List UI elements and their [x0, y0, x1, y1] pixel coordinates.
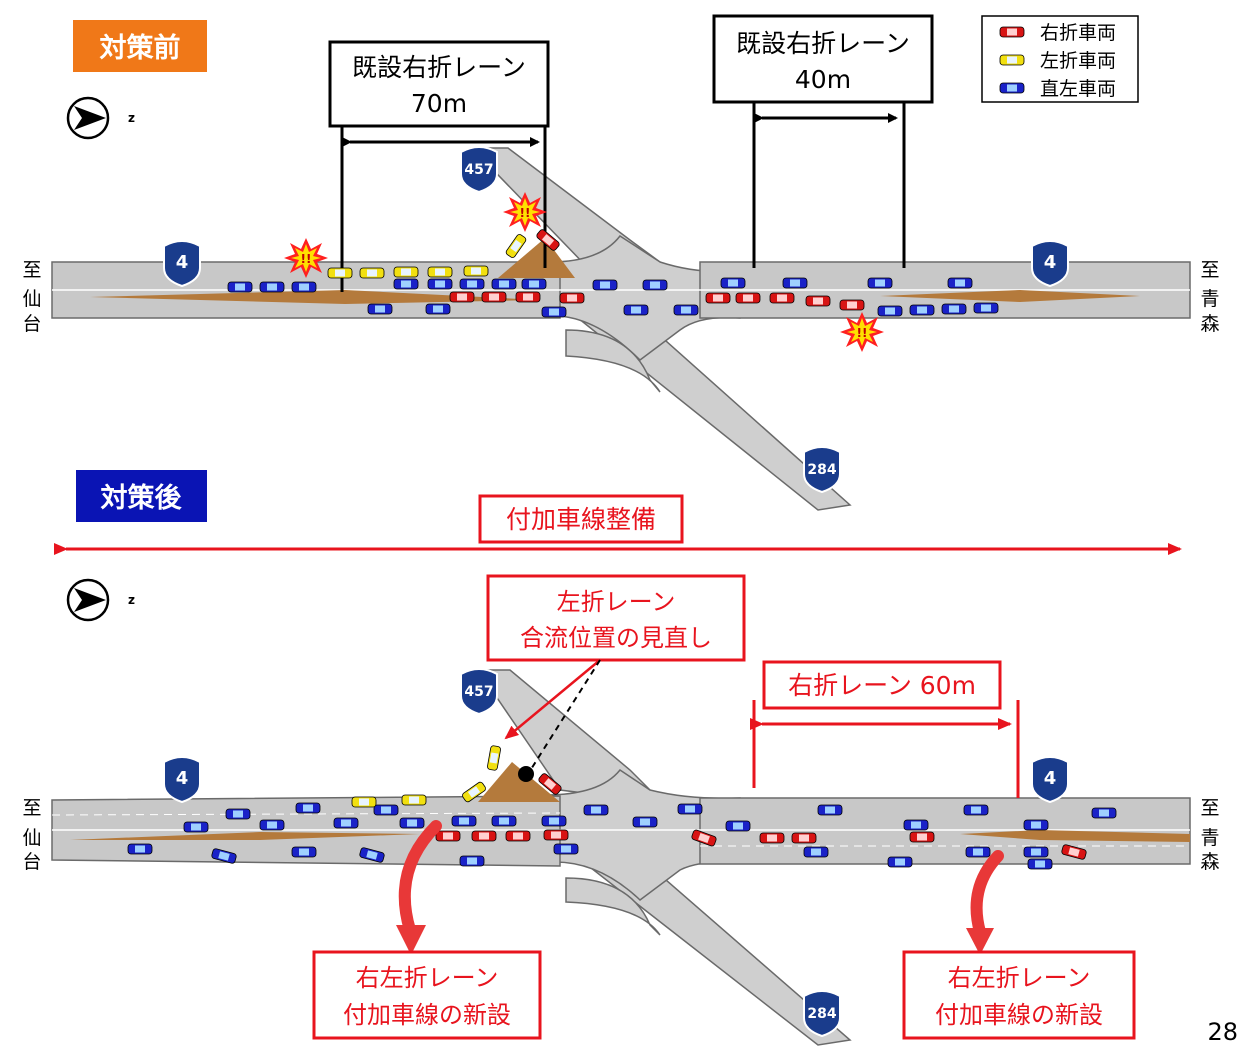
dest-right-city-2: 森 [1200, 851, 1219, 873]
svg-text:284: 284 [807, 1006, 836, 1022]
collision-burst-icon [503, 192, 547, 232]
legend-item-straight: 直左車両 [999, 78, 1116, 100]
dest-right-city-2: 森 [1200, 313, 1219, 335]
new-lane-right-line2: 付加車線の新設 [935, 1001, 1103, 1029]
svg-text:直左車両: 直左車両 [1040, 78, 1116, 100]
after-diagram: 対策後 付加車線整備 z 4 4 457 284 [22, 470, 1220, 1046]
dest-right-city-1: 青 [1200, 288, 1219, 310]
page-number: 28 [1207, 1018, 1238, 1046]
dest-left-city-1: 仙 [22, 827, 41, 849]
svg-text:右折車両: 右折車両 [1040, 22, 1116, 44]
curved-arrow-right [970, 850, 1004, 938]
compass-arrow-icon [66, 578, 110, 622]
dest-right-prefix: 至 [1200, 259, 1219, 281]
new-lane-left-box [312, 950, 542, 1040]
route-shield-icon: 457 [460, 668, 498, 715]
median-left [70, 832, 420, 840]
route-4-road-right [699, 797, 1191, 865]
dest-left-city-2: 台 [22, 851, 41, 873]
before-diagram: 対策前 z 既設右折レーン 70m 既設右折レーン 40m 4 4 [22, 14, 1220, 511]
new-lane-right-box [902, 950, 1136, 1040]
right-lane-60-label: 右折レーン 60m [788, 671, 976, 700]
after-badge: 対策後 [101, 482, 183, 514]
existing-right-lane-70-box [328, 40, 550, 128]
collision-burst-icon [840, 312, 884, 352]
compass-arrow-icon [66, 96, 110, 140]
existing-right-lane-40-box [712, 14, 934, 104]
existing-right-lane-70-label: 既設右折レーン [352, 53, 526, 82]
legend-item-left-turn: 左折車両 [999, 50, 1116, 72]
svg-text:4: 4 [1044, 252, 1057, 273]
svg-text:284: 284 [807, 462, 836, 478]
dest-left-city-1: 仙 [22, 288, 41, 310]
compass-letter: z [128, 593, 135, 607]
svg-text:457: 457 [464, 684, 493, 700]
median-right [960, 830, 1190, 842]
left-lane-review-line2: 合流位置の見直し [520, 624, 712, 652]
left-lane-review-line1: 左折レーン [557, 588, 676, 616]
new-lane-right-line1: 右左折レーン [948, 964, 1091, 992]
channelizing-island [478, 762, 560, 802]
before-badge-box [73, 20, 207, 72]
route-shield-icon: 4 [1031, 240, 1069, 287]
channelizing-island [498, 238, 575, 278]
existing-right-lane-40-label: 既設右折レーン [736, 29, 910, 58]
route-shield-icon: 284 [803, 446, 841, 493]
new-lane-left-line1: 右左折レーン [356, 964, 499, 992]
new-lane-left-line2: 付加車線の新設 [343, 1001, 511, 1029]
route-shield-icon: 4 [163, 240, 201, 287]
svg-text:4: 4 [176, 252, 189, 273]
median-left [90, 290, 540, 304]
dest-left-prefix: 至 [22, 797, 41, 819]
after-badge-box [76, 470, 207, 522]
merge-point-marker [518, 766, 534, 782]
median-right [880, 290, 1140, 302]
existing-right-lane-70-length: 70m [411, 89, 467, 118]
collision-burst-icon [284, 238, 328, 278]
additional-lane-banner: 付加車線整備 [506, 505, 656, 534]
curved-arrow-left [398, 820, 442, 936]
route-shield-icon: 4 [163, 756, 201, 803]
legend-item-right-turn: 右折車両 [999, 22, 1116, 44]
svg-text:4: 4 [1044, 768, 1057, 789]
svg-text:4: 4 [176, 768, 189, 789]
route-shield-icon: 284 [803, 990, 841, 1037]
dest-left-prefix: 至 [22, 259, 41, 281]
existing-right-lane-40-length: 40m [795, 65, 851, 94]
svg-text:左折車両: 左折車両 [1040, 50, 1116, 72]
route-shield-icon: 4 [1031, 756, 1069, 803]
dest-left-city-2: 台 [22, 313, 41, 335]
dest-right-city-1: 青 [1200, 827, 1219, 849]
route-shield-icon: 457 [460, 146, 498, 193]
compass-letter: z [128, 111, 135, 125]
dest-right-prefix: 至 [1200, 797, 1219, 819]
left-lane-review-box [486, 574, 746, 662]
before-badge: 対策前 [100, 32, 181, 64]
additional-lane-banner-box [478, 494, 684, 544]
svg-text:457: 457 [464, 162, 493, 178]
right-lane-60-box [762, 660, 1002, 710]
